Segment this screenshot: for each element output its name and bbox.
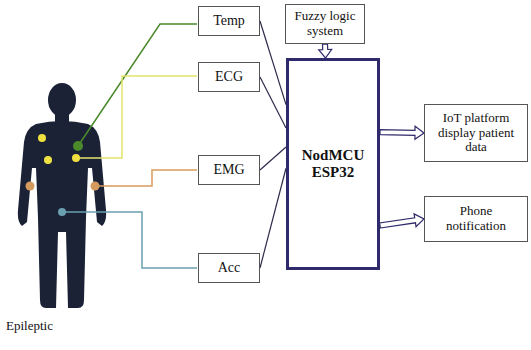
human-silhouette [18, 83, 106, 308]
node-text: NodMCU ESP32 [294, 147, 372, 182]
block-arrow [380, 126, 424, 139]
node-text: EMG [213, 162, 244, 178]
signal-line [260, 77, 286, 128]
sensor-box: Acc [198, 253, 260, 283]
node-text: Acc [218, 260, 241, 276]
figure-caption: Epileptic [6, 318, 53, 334]
sensor-leads [62, 24, 197, 268]
sensor-dots [26, 134, 100, 216]
node-text: Phone notification [430, 204, 522, 234]
sensor-box: EMG [198, 155, 260, 185]
output-box: Phone notification [424, 196, 528, 242]
node-text: Fuzzy logic system [291, 9, 359, 39]
sensor-box: ECG [198, 62, 260, 92]
node-text: Temp [213, 13, 245, 29]
block-arrow [319, 44, 332, 58]
sensor-box: Temp [198, 6, 260, 36]
signal-line [260, 21, 286, 105]
block-arrow [380, 214, 424, 228]
signal-line [260, 147, 286, 170]
output-box: IoT platform display patient data [424, 104, 528, 162]
node-text: ECG [215, 69, 243, 85]
fuzzy-logic-box: Fuzzy logic system [285, 4, 365, 44]
controller-box: NodMCU ESP32 [286, 58, 380, 270]
signal-line [260, 168, 286, 268]
node-text: IoT platform display patient data [430, 111, 522, 156]
